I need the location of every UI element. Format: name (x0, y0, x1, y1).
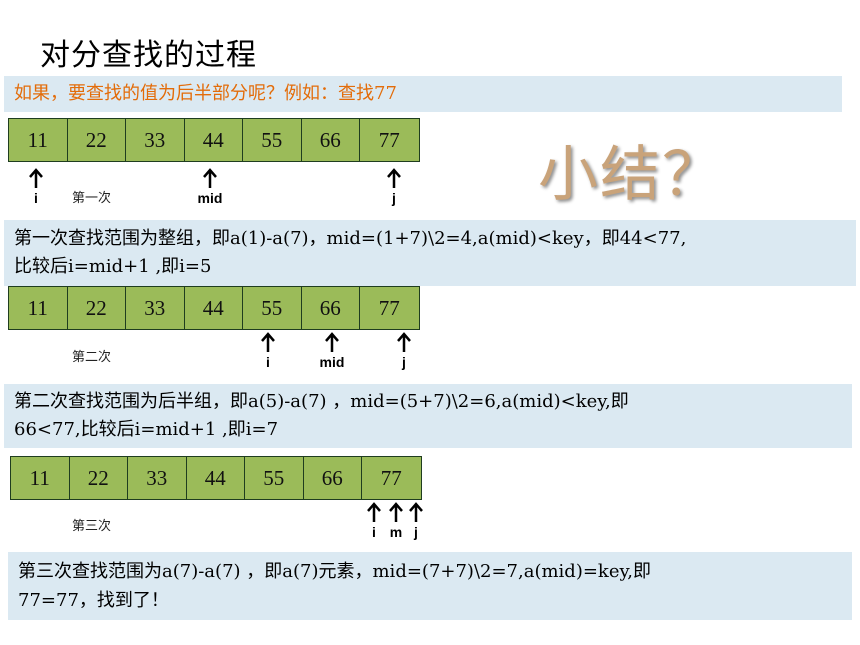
array-cell: 55 (243, 287, 302, 329)
slide-title: 对分查找的过程 (40, 38, 257, 73)
summary-heading: 小结？ (538, 140, 724, 210)
pointer-label: mid (197, 190, 223, 206)
array-cell: 33 (126, 119, 185, 161)
pointer-i: i (16, 168, 56, 206)
up-arrow-icon (389, 502, 403, 522)
array-cell: 77 (378, 127, 400, 152)
pointer-label: i (266, 354, 270, 370)
explanation-line: 66<77,比较后i=mid+1 ,即i=7 (14, 419, 279, 440)
array-cell: 22 (70, 457, 128, 499)
explanation-line: 比较后i=mid+1 ,即i=5 (14, 256, 212, 277)
array-cell: 44 (185, 119, 243, 161)
pointer-j: j (398, 502, 434, 540)
pass-label: 第三次 (72, 519, 112, 534)
explanation-line: 77=77，找到了！ (18, 590, 169, 611)
question-banner: 如果，要查找的值为后半部分呢？例如：查找77 (4, 76, 842, 112)
array-cell: 33 (126, 287, 185, 329)
pointer-label: j (414, 524, 418, 540)
array-cell: 77 (378, 295, 400, 320)
array-cell: 11 (9, 287, 68, 329)
pointer-label: i (372, 524, 376, 540)
array-cell: 44 (187, 457, 245, 499)
pass-label: 第一次 (72, 191, 112, 206)
up-arrow-icon (325, 332, 339, 352)
array-cell: 66 (304, 457, 362, 499)
pointer-label: j (402, 354, 406, 370)
up-arrow-icon (397, 332, 411, 352)
up-arrow-icon (387, 168, 401, 188)
pointer-label: j (392, 190, 396, 206)
up-arrow-icon (409, 502, 423, 522)
array-cell: 22 (68, 287, 126, 329)
pointer-j: j (384, 332, 424, 370)
explanation-line: 第二次查找范围为后半组，即a(5)-a(7) ，mid=(5+7)\2=6,a(… (14, 391, 629, 412)
array-cell: 22 (68, 119, 126, 161)
pointer-label: i (34, 190, 38, 206)
pointer-label: m (389, 524, 403, 540)
pointer-mid: m (378, 502, 414, 540)
array-cell: 55 (243, 119, 302, 161)
array-cell: 66 (302, 287, 360, 329)
pointer-i: i (356, 502, 392, 540)
array-cell: 33 (128, 457, 187, 499)
array-cell: 55 (245, 457, 304, 499)
pointer-j: j (374, 168, 414, 206)
explanation-line: 第一次查找范围为整组，即a(1)-a(7)，mid=(1+7)\2=4,a(mi… (14, 228, 687, 249)
array-cell: 66 (302, 119, 360, 161)
up-arrow-icon (367, 502, 381, 522)
explanation-pass-1: 第一次查找范围为整组，即a(1)-a(7)，mid=(1+7)\2=4,a(mi… (4, 220, 856, 286)
array-cell: 77 (380, 465, 402, 490)
pointer-mid: mid (312, 332, 352, 370)
pointer-label: mid (319, 354, 345, 370)
array-cell: 11 (11, 457, 70, 499)
array-pass-1: 11 22 33 44 55 66 77 (8, 118, 420, 162)
pass-label: 第二次 (72, 350, 112, 365)
question-text: 如果，要查找的值为后半部分呢？例如：查找77 (14, 83, 397, 104)
pointer-i: i (248, 332, 288, 370)
array-pass-3: 11 22 33 44 55 66 77 (10, 456, 422, 500)
explanation-pass-2: 第二次查找范围为后半组，即a(5)-a(7) ，mid=(5+7)\2=6,a(… (4, 384, 852, 448)
array-cell: 11 (9, 119, 68, 161)
up-arrow-icon (261, 332, 275, 352)
pointer-mid: mid (190, 168, 230, 206)
explanation-pass-3: 第三次查找范围为a(7)-a(7) ，即a(7)元素，mid=(7+7)\2=7… (8, 552, 852, 620)
up-arrow-icon (203, 168, 217, 188)
up-arrow-icon (29, 168, 43, 188)
explanation-line: 第三次查找范围为a(7)-a(7) ，即a(7)元素，mid=(7+7)\2=7… (18, 561, 651, 582)
array-cell: 44 (185, 287, 243, 329)
array-pass-2: 11 22 33 44 55 66 77 (8, 286, 420, 330)
